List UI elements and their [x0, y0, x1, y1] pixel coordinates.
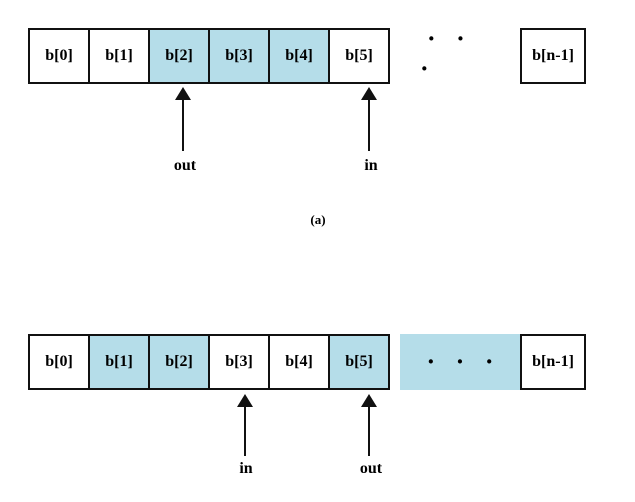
- arrowhead-icon: [361, 87, 377, 100]
- in-pointer-arrow-a: [361, 87, 377, 151]
- cell-a-b1: b[1]: [88, 28, 150, 84]
- caption-a: (a): [310, 212, 326, 227]
- arrowhead-icon: [361, 394, 377, 407]
- arrowhead-icon: [237, 394, 253, 407]
- cell-b-b3: b[3]: [208, 334, 270, 390]
- arrow-shaft: [244, 407, 246, 456]
- shaded-wraparound-band: · · ·: [400, 334, 520, 390]
- ellipsis-b: · · ·: [426, 347, 501, 376]
- arrow-shaft: [368, 100, 370, 151]
- in-pointer-label-a: in: [364, 157, 378, 174]
- cell-a-b3: b[3]: [208, 28, 270, 84]
- ellipsis-a: · · ·: [420, 24, 472, 83]
- cell-b-bn1: b[n-1]: [520, 334, 586, 390]
- cell-a-bn1: b[n-1]: [520, 28, 586, 84]
- cell-b-b2: b[2]: [148, 334, 210, 390]
- arrow-shaft: [368, 407, 370, 456]
- cell-b-b4: b[4]: [268, 334, 330, 390]
- out-pointer-arrow-a: [175, 87, 191, 151]
- arrow-shaft: [182, 100, 184, 151]
- cell-b-b5: b[5]: [328, 334, 390, 390]
- cell-a-b2: b[2]: [148, 28, 210, 84]
- array-row-b: b[0] b[1] b[2] b[3] b[4] b[5]: [28, 334, 390, 390]
- out-pointer-label-a: out: [173, 157, 197, 174]
- cell-a-b4: b[4]: [268, 28, 330, 84]
- arrowhead-icon: [175, 87, 191, 100]
- out-pointer-arrow-b: [361, 394, 377, 456]
- cell-a-b0: b[0]: [28, 28, 90, 84]
- cell-b-b1: b[1]: [88, 334, 150, 390]
- cell-b-b0: b[0]: [28, 334, 90, 390]
- in-pointer-label-b: in: [239, 460, 253, 477]
- cell-a-b5: b[5]: [328, 28, 390, 84]
- out-pointer-label-b: out: [359, 460, 383, 477]
- array-row-a: b[0] b[1] b[2] b[3] b[4] b[5]: [28, 28, 390, 84]
- in-pointer-arrow-b: [237, 394, 253, 456]
